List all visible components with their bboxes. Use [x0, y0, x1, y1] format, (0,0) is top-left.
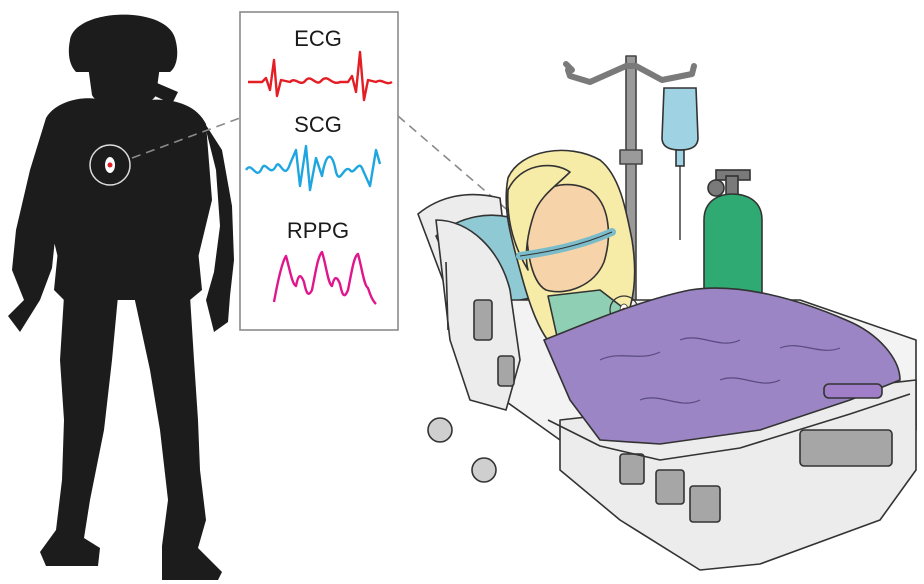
soldier-silhouette [8, 15, 234, 580]
oxygen-tank [704, 170, 762, 296]
bed-panel [800, 430, 892, 466]
ecg-label: ECG [294, 26, 342, 51]
scg-label: SCG [294, 112, 342, 137]
signal-panel: ECG SCG RPPG [240, 12, 398, 330]
iv-bag [662, 88, 698, 240]
rppg-label: RPPG [287, 218, 349, 243]
